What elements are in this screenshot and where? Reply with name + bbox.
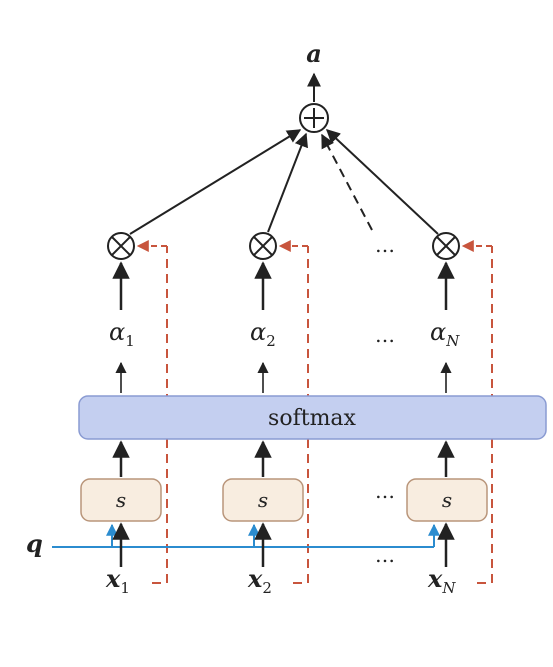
sum-node	[299, 103, 329, 133]
product-to-sum-arrow-dashed	[321, 133, 373, 231]
product-to-sum-arrow-n	[325, 129, 439, 235]
input-label-1: x1	[105, 564, 130, 597]
value-path-1	[136, 240, 168, 584]
score-label-n: s	[442, 488, 452, 512]
score-box-1	[80, 478, 162, 522]
ellipsis-query: …	[375, 543, 395, 567]
ellipsis-products: …	[375, 233, 395, 257]
alpha-label-2: α2	[250, 318, 276, 350]
value-path-n	[461, 240, 493, 584]
alpha-label-n: αN	[430, 318, 460, 350]
alpha-label-1: α1	[109, 318, 135, 350]
product-node-n	[432, 232, 460, 260]
input-label-2: x2	[247, 564, 272, 597]
score-label-2: s	[258, 488, 268, 512]
product-node-1	[107, 232, 135, 260]
score-box-2	[222, 478, 304, 522]
ellipsis-alphas: …	[375, 323, 395, 347]
ellipsis-scores: …	[375, 479, 395, 503]
query-label: q	[26, 529, 43, 558]
product-node-2	[249, 232, 277, 260]
softmax-label: softmax	[268, 406, 356, 431]
product-to-sum-arrow-2	[267, 132, 308, 233]
output-label: a	[306, 39, 322, 68]
softmax-box	[78, 395, 547, 440]
score-box-n	[406, 478, 488, 522]
input-label-n: xN	[427, 564, 456, 597]
product-to-sum-arrow-1	[129, 129, 302, 235]
value-path-2	[278, 240, 309, 584]
score-label-1: s	[116, 488, 126, 512]
